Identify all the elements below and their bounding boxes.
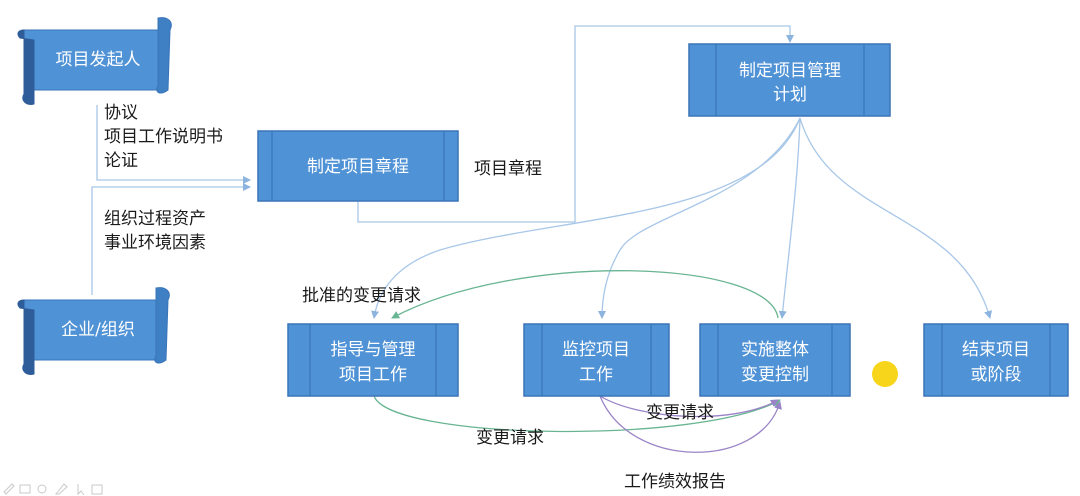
slide-icon[interactable]	[19, 484, 31, 494]
plan-to-close-connector	[799, 117, 992, 319]
pointer-icon[interactable]	[77, 484, 85, 496]
initiator-label: 项目发起人	[56, 50, 141, 70]
zoom-icon[interactable]	[37, 484, 47, 494]
monitor-control-box: 监控项目 工作	[523, 323, 670, 397]
direct-manage-label-2: 项目工作	[339, 365, 407, 385]
develop-plan-label-2: 计划	[773, 85, 807, 105]
plan-to-monitor-connector	[598, 117, 801, 319]
initiator-scroll: 项目发起人	[17, 17, 172, 105]
direct-manage-label-1: 指导与管理	[331, 340, 416, 360]
change-control-label-1: 实施整体	[741, 340, 809, 360]
performance-reports-label: 工作绩效报告	[624, 472, 726, 492]
monitor-control-label-2: 工作	[579, 365, 613, 385]
input-opa: 组织过程资产	[104, 209, 206, 229]
menu-icon[interactable]	[91, 484, 103, 495]
approved-changes-label: 批准的变更请求	[302, 286, 421, 306]
change-request-arrow-2	[599, 395, 779, 418]
integrated-change-control-box: 实施整体 变更控制	[699, 323, 851, 397]
develop-plan-box: 制定项目管理 计划	[688, 43, 891, 117]
plan-to-direct-connector	[371, 117, 801, 319]
close-project-label-2: 或阶段	[971, 365, 1022, 385]
charter-to-plan-connector	[357, 25, 794, 223]
input-eef: 事业环境因素	[104, 233, 206, 253]
input-agreement: 协议	[104, 103, 138, 123]
performance-report-arrow	[599, 395, 782, 453]
direct-manage-box: 指导与管理 项目工作	[287, 323, 459, 397]
develop-charter-box: 制定项目章程	[257, 130, 459, 202]
close-project-label-1: 结束项目	[962, 340, 1030, 360]
enterprise-to-charter-connector	[91, 183, 251, 295]
charter-output-label: 项目章程	[474, 159, 542, 179]
pen-icon[interactable]	[3, 483, 15, 495]
change-request-arrow-1	[373, 395, 781, 433]
input-sow: 项目工作说明书	[104, 127, 223, 147]
develop-plan-label-1: 制定项目管理	[739, 61, 841, 81]
change-control-label-2: 变更控制	[741, 365, 809, 385]
marker-icon[interactable]	[54, 483, 68, 495]
slideshow-toolbar[interactable]	[3, 483, 103, 496]
pointer-highlight	[872, 361, 898, 387]
enterprise-scroll: 企业/组织	[17, 287, 170, 375]
input-business-case: 论证	[104, 151, 138, 171]
change-request-label-1: 变更请求	[476, 428, 544, 448]
enterprise-label: 企业/组织	[61, 320, 135, 340]
plan-to-change-connector	[778, 117, 801, 319]
approved-changes-arrow	[391, 270, 779, 319]
close-project-box: 结束项目 或阶段	[923, 323, 1069, 397]
initiator-to-charter-connector	[96, 105, 251, 184]
develop-charter-label: 制定项目章程	[307, 157, 409, 177]
monitor-control-label-1: 监控项目	[562, 340, 630, 360]
change-request-label-2: 变更请求	[646, 403, 714, 423]
